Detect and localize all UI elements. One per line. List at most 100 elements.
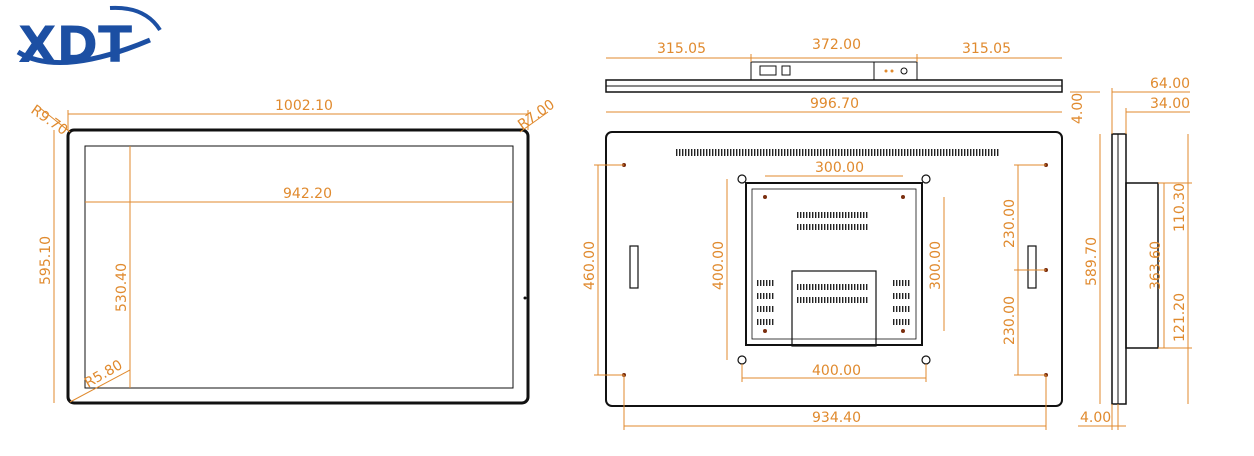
vent-slot — [949, 149, 951, 156]
vent-slot — [851, 284, 853, 290]
vent-slot — [836, 224, 838, 230]
vent-slot — [874, 149, 876, 156]
vga-port — [759, 65, 777, 76]
vent-slot — [812, 297, 814, 303]
front-indicator — [523, 296, 527, 300]
front-screen — [84, 145, 514, 389]
power-button — [900, 67, 908, 75]
vent-slot — [829, 149, 831, 156]
vent-slot — [905, 280, 907, 286]
vent-slot — [850, 149, 852, 156]
side-height-label: 589.70 — [1084, 237, 1100, 286]
vent-slot — [760, 293, 762, 299]
vent-slot — [769, 293, 771, 299]
back-view: 300.00 400.00 300.00 400.00 460.00 230.0… — [582, 131, 1063, 430]
bottom-offset-label: 121.20 — [1172, 293, 1188, 342]
vent-slot — [778, 149, 780, 156]
vent-slot — [806, 212, 808, 218]
right-bracket — [1027, 245, 1037, 289]
vent-slot — [769, 319, 771, 325]
vent-slot — [824, 297, 826, 303]
vent-slot — [883, 149, 885, 156]
vent-slot — [857, 212, 859, 218]
vent-slot — [908, 293, 910, 299]
vent-slot — [905, 319, 907, 325]
vent-slot — [700, 149, 702, 156]
vent-slot — [898, 149, 900, 156]
top-overall-label: 996.70 — [810, 96, 859, 112]
vent-slot — [803, 284, 805, 290]
vent-slot — [895, 149, 897, 156]
vent-slot — [833, 284, 835, 290]
vent-slot — [766, 149, 768, 156]
vent-slot — [824, 212, 826, 218]
vent-slot — [851, 224, 853, 230]
vent-slot — [733, 149, 735, 156]
vent-slot — [818, 212, 820, 218]
vent-slot — [851, 212, 853, 218]
vent-slot — [907, 149, 909, 156]
vent-slot — [970, 149, 972, 156]
vent-slot — [769, 280, 771, 286]
vent-slot — [925, 149, 927, 156]
vent-slot — [902, 319, 904, 325]
vent-slot — [703, 149, 705, 156]
vesa-inner-hole — [763, 329, 767, 333]
vent-slot — [863, 297, 865, 303]
vent-slot — [856, 149, 858, 156]
vent-slot — [842, 224, 844, 230]
vent-slot — [781, 149, 783, 156]
depth-body-label: 34.00 — [1150, 96, 1190, 112]
vent-slot — [796, 149, 798, 156]
vesa-height-outer-label: 400.00 — [711, 241, 727, 290]
logo-arc — [109, 5, 162, 32]
vent-slot — [830, 284, 832, 290]
vent-slot — [833, 297, 835, 303]
vent-slot — [751, 149, 753, 156]
vent-slot — [893, 319, 895, 325]
left-bracket — [629, 245, 639, 289]
top-io-panel — [750, 61, 918, 81]
vent-slot — [830, 224, 832, 230]
right-upper-label: 230.00 — [1002, 199, 1018, 248]
top-right-segment-label: 315.05 — [962, 41, 1011, 57]
vent-slot — [839, 212, 841, 218]
vent-slot — [866, 284, 868, 290]
vent-slot — [851, 297, 853, 303]
vent-slot — [901, 149, 903, 156]
vent-slot — [763, 280, 765, 286]
vent-slot — [985, 149, 987, 156]
front-height-label: 595.10 — [38, 236, 54, 285]
vent-slot — [973, 149, 975, 156]
vent-slot — [893, 280, 895, 286]
vent-slot — [877, 149, 879, 156]
vent-slot — [896, 280, 898, 286]
vent-slot — [809, 224, 811, 230]
vent-slot — [848, 212, 850, 218]
vent-slot — [842, 212, 844, 218]
vent-slot — [769, 306, 771, 312]
front-view: 1002.10 942.20 595.10 530.40 R9.70 R7.00… — [28, 97, 558, 405]
vent-slot — [800, 297, 802, 303]
vent-slot — [880, 149, 882, 156]
top-view: 315.05 372.00 315.05 996.70 4.00 — [605, 37, 1100, 124]
vent-slot — [844, 149, 846, 156]
vent-slot — [839, 224, 841, 230]
vent-slot — [772, 280, 774, 286]
vent-slot — [860, 212, 862, 218]
right-lower-label: 230.00 — [1002, 296, 1018, 345]
logo-swoosh — [16, 37, 151, 66]
vent-slot — [823, 149, 825, 156]
vent-slot — [854, 224, 856, 230]
vent-slot — [679, 149, 681, 156]
vent-slot — [860, 224, 862, 230]
front-width-label: 1002.10 — [275, 98, 333, 114]
vesa-inner-hole — [901, 195, 905, 199]
vent-slot — [808, 149, 810, 156]
vent-slot — [824, 224, 826, 230]
vent-slot — [863, 212, 865, 218]
vent-slot — [866, 212, 868, 218]
vent-slot — [955, 149, 957, 156]
vent-slot — [784, 149, 786, 156]
back-housing — [605, 131, 1063, 407]
